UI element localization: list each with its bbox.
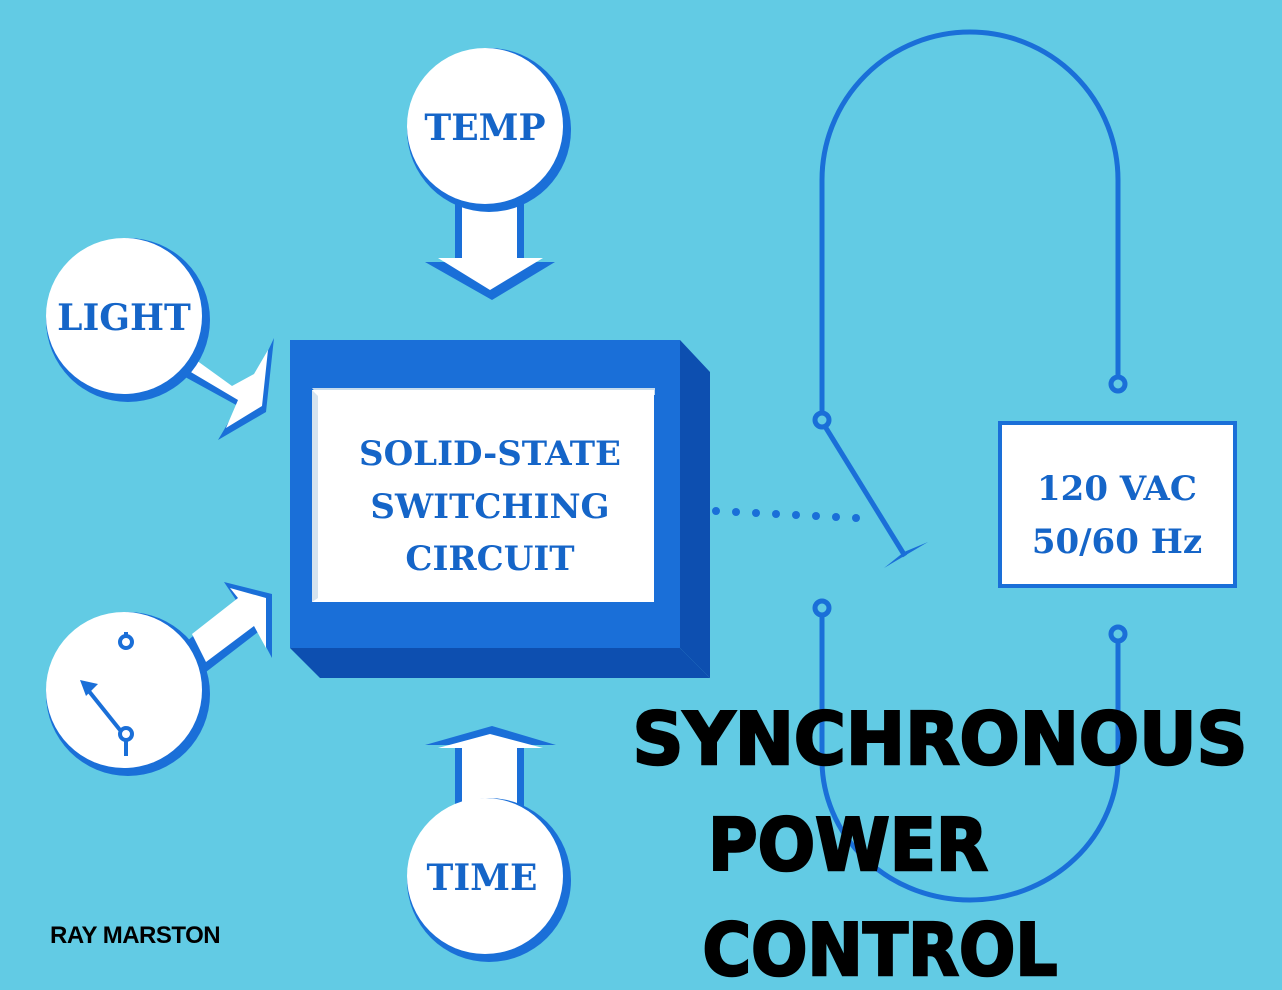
switch-input bbox=[46, 582, 272, 776]
title-line-3: CONTROL bbox=[703, 908, 1058, 990]
switch-icon bbox=[80, 632, 134, 756]
title-line-2: POWER bbox=[708, 803, 988, 887]
time-label: TIME bbox=[427, 857, 538, 899]
light-label: LIGHT bbox=[57, 297, 191, 339]
title-line-1: SYNCHRONOUS bbox=[633, 697, 1248, 781]
terminal-dots bbox=[812, 374, 1128, 644]
mechanical-link-dots bbox=[712, 507, 860, 522]
light-input: LIGHT bbox=[46, 238, 274, 440]
load-loop-wire bbox=[819, 29, 1121, 903]
supply-box: 120 VAC 50/60 Hz bbox=[998, 421, 1237, 588]
circuit-label-line2: SWITCHING bbox=[370, 487, 609, 527]
time-input: TIME bbox=[407, 726, 571, 962]
temp-label: TEMP bbox=[424, 107, 545, 149]
supply-frequency: 50/60 Hz bbox=[1032, 522, 1202, 562]
article-title: SYNCHRONOUS POWER CONTROL bbox=[631, 696, 1249, 990]
circuit-box: SOLID-STATE SWITCHING CIRCUIT bbox=[290, 340, 710, 678]
supply-voltage: 120 VAC bbox=[1037, 469, 1197, 509]
temp-input: TEMP bbox=[407, 48, 571, 300]
switch-blade bbox=[823, 426, 928, 568]
circuit-label-line3: CIRCUIT bbox=[405, 539, 574, 579]
circuit-label-line1: SOLID-STATE bbox=[359, 434, 621, 474]
author-byline: RAY MARSTON bbox=[50, 922, 221, 949]
